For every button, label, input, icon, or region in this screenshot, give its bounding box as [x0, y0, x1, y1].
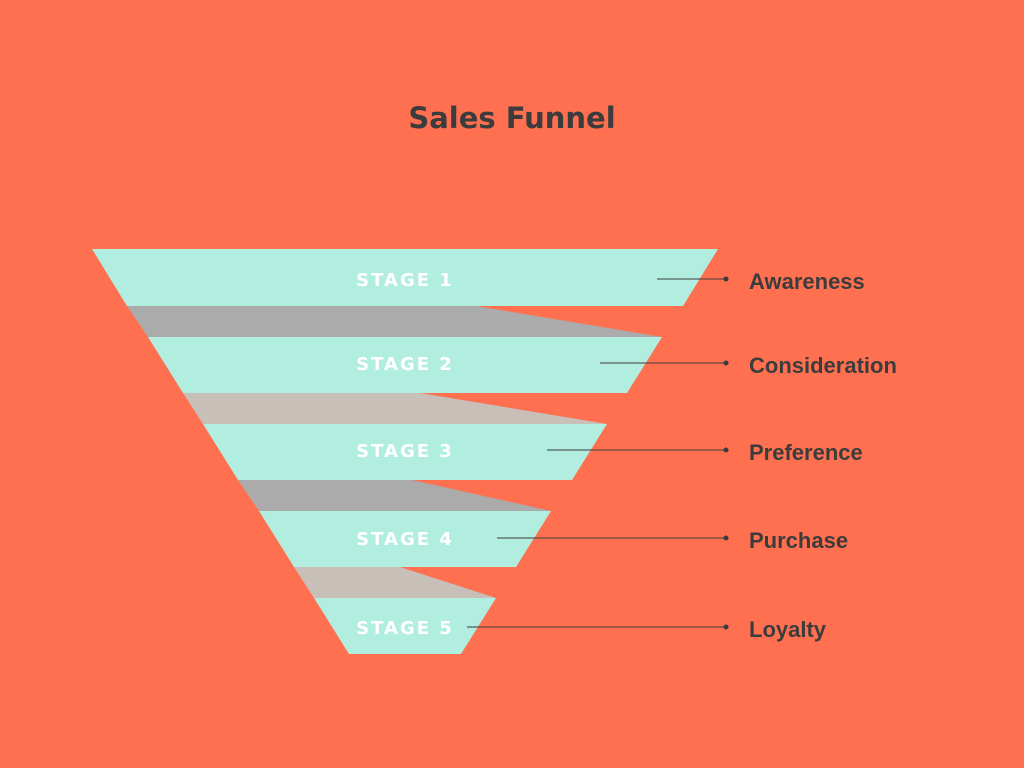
funnel-stages	[92, 249, 718, 654]
stage-5-name: STAGE 5	[356, 618, 454, 639]
stage-1-name: STAGE 1	[356, 270, 454, 291]
stage-1-shape	[92, 249, 718, 306]
stage-connectors	[127, 306, 662, 598]
stage-3-name: STAGE 3	[356, 441, 454, 462]
stage-2-leader-dot	[723, 360, 729, 366]
stage-3-shape	[203, 424, 607, 480]
stage-2-label: Consideration	[749, 353, 897, 378]
connector-4-5	[294, 567, 496, 598]
stage-3-label: Preference	[749, 440, 863, 465]
connector-1-2	[127, 306, 662, 337]
stage-5-label: Loyalty	[749, 617, 827, 642]
stage-5-leader-dot	[723, 624, 729, 630]
stage-3-leader-dot	[723, 447, 729, 453]
stage-labels: Awareness Consideration Preference Purch…	[749, 269, 897, 642]
stage-4-label: Purchase	[749, 528, 848, 553]
stage-4-leader-dot	[723, 535, 729, 541]
leader-lines	[467, 276, 729, 630]
connector-2-3	[183, 393, 607, 424]
connector-3-4	[238, 480, 551, 511]
stage-1-label: Awareness	[749, 269, 865, 294]
stage-names: STAGE 1 STAGE 2 STAGE 3 STAGE 4 STAGE 5	[356, 270, 454, 639]
stage-4-shape	[259, 511, 551, 567]
stage-5-shape	[314, 598, 496, 654]
stage-4-name: STAGE 4	[356, 529, 454, 550]
stage-2-name: STAGE 2	[356, 354, 454, 375]
stage-2-shape	[148, 337, 662, 393]
stage-1-leader-dot	[723, 276, 729, 282]
diagram-title: Sales Funnel	[408, 101, 615, 135]
